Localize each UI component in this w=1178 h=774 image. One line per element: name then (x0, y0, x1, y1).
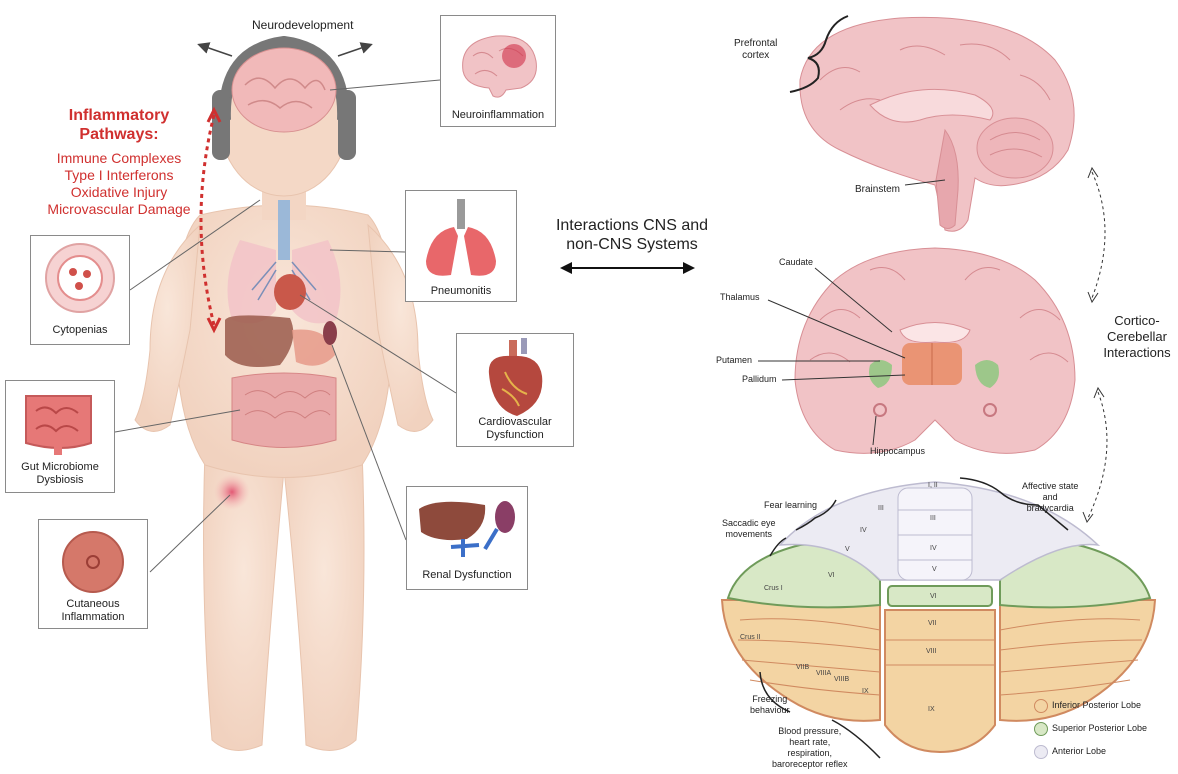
child-body (135, 40, 433, 750)
renal-box: Renal Dysfunction (406, 486, 528, 590)
center-title-line2: non-CNS Systems (532, 235, 732, 254)
cardiovascular-label: Cardiovascular Dysfunction (457, 416, 573, 442)
cortico-arrow-top (1092, 172, 1105, 298)
neurodevelopment-arrow-left (200, 45, 232, 56)
pneumonitis-label: Pneumonitis (406, 285, 516, 298)
cutaneous-box: Cutaneous Inflammation (38, 519, 148, 629)
saccadic-label: Saccadic eye movements (722, 518, 776, 540)
neuroinflammation-label: Neuroinflammation (441, 109, 555, 122)
blood-pressure-label: Blood pressure, heart rate, respiration,… (772, 726, 848, 770)
lobule-label: IV (860, 527, 867, 534)
cutaneous-label-line2: Inflammation (39, 611, 147, 624)
brainstem-label: Brainstem (855, 184, 900, 195)
sagittal-brain (800, 17, 1074, 231)
lobule-label: IX (862, 688, 869, 695)
coronal-brain (795, 248, 1075, 453)
prefrontal-label-line2: cortex (734, 50, 777, 62)
renal-label: Renal Dysfunction (407, 569, 527, 582)
legend-label: Superior Posterior Lobe (1052, 723, 1147, 733)
lobule-label: VIIB (796, 664, 809, 671)
center-title-line1: Interactions CNS and (532, 216, 732, 235)
inflammatory-title: Inflammatory Pathways: (24, 106, 214, 144)
saccadic-label-line2: movements (722, 529, 776, 540)
cortico-label-line2: Cerebellar (1102, 329, 1172, 345)
lobule-label: IV (930, 545, 937, 552)
cytopenias-box: Cytopenias (30, 235, 130, 345)
inflammatory-title-line2: Pathways: (24, 125, 214, 144)
cutaneous-label: Cutaneous Inflammation (39, 598, 147, 624)
neurodevelopment-arrow-right (338, 45, 370, 56)
lobule-label: VIIIB (834, 676, 849, 683)
freezing-label-line1: Freezing (750, 694, 790, 705)
hippocampus-label: Hippocampus (870, 446, 925, 456)
gut-label-line1: Gut Microbiome (6, 461, 114, 474)
cortico-label-line3: Interactions (1102, 345, 1172, 361)
prefrontal-label-line1: Prefrontal (734, 38, 777, 50)
lobule-label: VIIIA (816, 670, 831, 677)
pneumonitis-box: Pneumonitis (405, 190, 517, 302)
pallidum-label: Pallidum (742, 374, 777, 384)
cardiovascular-label-line1: Cardiovascular (457, 416, 573, 429)
blood-pressure-label-line3: respiration, (772, 748, 848, 759)
caudate-label: Caudate (779, 257, 813, 267)
lobule-label: I, II (928, 482, 938, 489)
inflammatory-item: Oxidative Injury (8, 184, 230, 200)
cardiovascular-label-line2: Dysfunction (457, 429, 573, 442)
legend-label: Inferior Posterior Lobe (1052, 700, 1141, 710)
affective-label-line3: bradycardia (1022, 503, 1078, 514)
lobule-label: VII (928, 620, 937, 627)
lobule-label: Crus II (740, 634, 761, 641)
freezing-label-line2: behaviour (750, 705, 790, 716)
affective-label-line2: and (1022, 492, 1078, 503)
lobule-label: V (845, 546, 850, 553)
blood-pressure-label-line1: Blood pressure, (772, 726, 848, 737)
fear-learning-label: Fear learning (764, 500, 817, 510)
neuroinflammation-box: Neuroinflammation (440, 15, 556, 127)
lobule-label: V (932, 566, 937, 573)
affective-label-line1: Affective state (1022, 481, 1078, 492)
putamen-label: Putamen (716, 355, 752, 365)
cortico-label-line1: Cortico- (1102, 313, 1172, 329)
legend-swatch (1034, 699, 1048, 713)
blood-pressure-label-line4: baroreceptor reflex (772, 759, 848, 770)
cytopenias-label: Cytopenias (31, 324, 129, 337)
lobule-label: III (878, 505, 884, 512)
prefrontal-label: Prefrontal cortex (734, 38, 777, 62)
inflammatory-title-line1: Inflammatory (24, 106, 214, 125)
gut-label-line2: Dysbiosis (6, 474, 114, 487)
center-title: Interactions CNS and non-CNS Systems (532, 216, 732, 254)
legend-swatch (1034, 722, 1048, 736)
lobule-label: VI (828, 572, 835, 579)
legend-label: Anterior Lobe (1052, 746, 1106, 756)
neurodevelopment-label: Neurodevelopment (252, 18, 353, 32)
cardiovascular-box: Cardiovascular Dysfunction (456, 333, 574, 447)
cutaneous-label-line1: Cutaneous (39, 598, 147, 611)
legend-swatch (1034, 745, 1048, 759)
gut-label: Gut Microbiome Dysbiosis (6, 461, 114, 487)
lobule-label: VI (930, 593, 937, 600)
blood-pressure-label-line2: heart rate, (772, 737, 848, 748)
freezing-label: Freezing behaviour (750, 694, 790, 716)
lobule-label: Crus I (764, 585, 783, 592)
inflammatory-item: Microvascular Damage (8, 201, 230, 217)
affective-label: Affective state and bradycardia (1022, 481, 1078, 514)
saccadic-label-line1: Saccadic eye (722, 518, 776, 529)
cortico-cerebellar-label: Cortico- Cerebellar Interactions (1102, 313, 1172, 361)
lobule-label: III (930, 515, 936, 522)
inflammatory-item: Type I Interferons (8, 167, 230, 183)
thalamus-label: Thalamus (720, 292, 760, 302)
cortico-arrow-bottom (1088, 392, 1107, 518)
lobule-label: VIII (926, 648, 937, 655)
lobule-label: IX (928, 706, 935, 713)
inflammatory-item: Immune Complexes (8, 150, 230, 166)
gut-box: Gut Microbiome Dysbiosis (5, 380, 115, 493)
